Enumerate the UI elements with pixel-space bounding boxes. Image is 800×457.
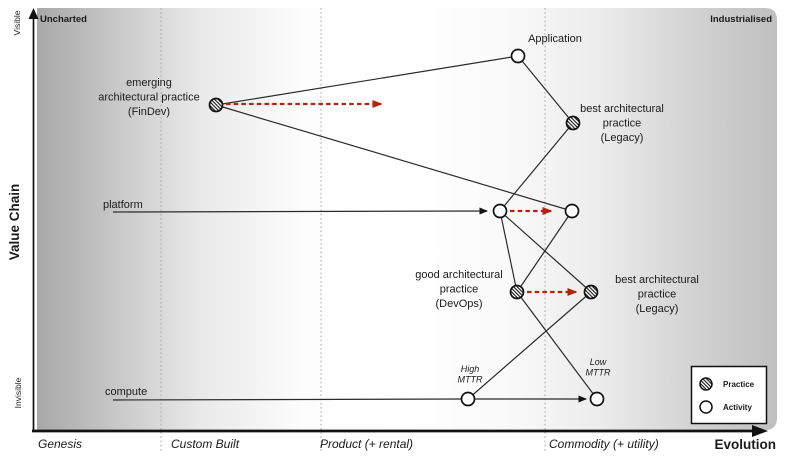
compute-label: compute xyxy=(105,386,147,398)
platform-label: platform xyxy=(103,199,143,211)
stage-genesis: Genesis xyxy=(38,437,82,451)
value-chain-axis-title: Value Chain xyxy=(7,184,22,261)
node-best-practice-legacy-bottom xyxy=(583,284,599,300)
industrialised-label: Industrialised xyxy=(710,14,772,25)
edge-good-practice-devops-to-low-mttr xyxy=(516,291,598,400)
activity-legend-icon xyxy=(699,400,713,414)
evolution-axis-title: Evolution xyxy=(715,437,777,452)
compute-link-line xyxy=(112,398,462,401)
edge-platform-evolved-to-good-practice-devops xyxy=(516,210,573,293)
node-good-practice-devops xyxy=(509,284,525,300)
node-platform-evolved xyxy=(564,203,580,219)
practice-legend-label: Practice xyxy=(723,380,755,389)
invisible-label: Invisible xyxy=(13,377,23,408)
edge-platform-to-good-practice-devops xyxy=(499,210,518,293)
plot-background xyxy=(37,8,777,430)
edge-emerging-practice-findev-to-application xyxy=(215,55,519,106)
application-label: Application xyxy=(528,33,582,45)
stage-product-rental: Product (+ rental) xyxy=(320,437,413,451)
stage-commodity-utility: Commodity (+ utility) xyxy=(549,437,659,451)
legend: Practice Activity xyxy=(690,365,768,425)
node-application xyxy=(510,48,526,64)
edges-layer xyxy=(112,55,598,403)
activity-legend-label: Activity xyxy=(723,403,752,412)
legend-box xyxy=(690,365,768,425)
node-low-mttr xyxy=(589,391,605,407)
practice-legend-icon xyxy=(699,377,713,391)
movements-layer xyxy=(226,100,578,296)
edge-emerging-practice-findev-to-platform-evolved xyxy=(215,104,573,212)
edge-best-practice-legacy-top-to-platform xyxy=(499,122,574,212)
visible-label: Visible xyxy=(12,10,22,35)
nodes-layer xyxy=(208,48,605,407)
platform-link-line xyxy=(112,207,488,215)
uncharted-label: Uncharted xyxy=(40,14,87,25)
node-best-practice-legacy-top xyxy=(565,115,581,131)
edge-best-practice-legacy-bottom-to-high-mttr xyxy=(467,291,592,400)
node-platform xyxy=(492,203,508,219)
node-high-mttr xyxy=(460,391,476,407)
node-emerging-practice-findev xyxy=(208,97,224,113)
stage-custom-built: Custom Built xyxy=(171,437,240,451)
edge-platform-to-best-practice-legacy-bottom xyxy=(499,210,592,293)
edge-application-to-best-practice-legacy-top xyxy=(517,55,574,124)
